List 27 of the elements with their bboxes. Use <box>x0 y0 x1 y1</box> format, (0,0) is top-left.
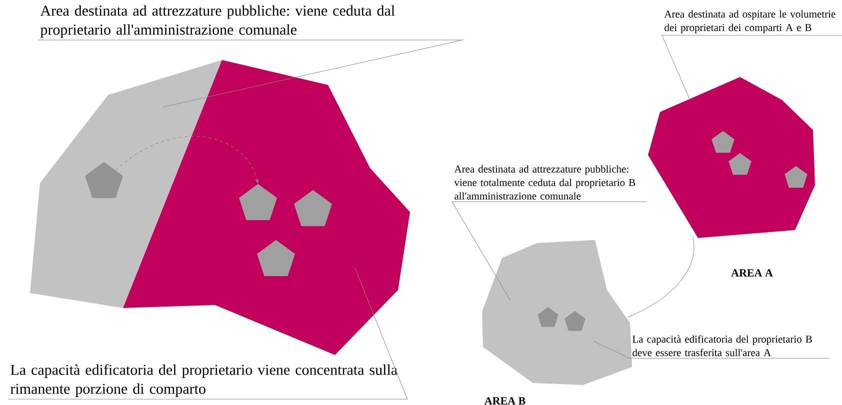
callout-text: Area destinata ad attrezzature pubbliche: viene ceduta dal proprietario all'amministrazione comunale <box>40 5 395 38</box>
area-label: AREA B <box>484 397 526 404</box>
building-pentagon <box>238 184 278 220</box>
building-pentagon <box>564 311 586 331</box>
arrow <box>115 136 259 184</box>
area-label: AREA A <box>731 269 773 276</box>
callout-text: La capacità edificatoria del proprietario B deve essere trasferita sull'area A <box>632 335 812 356</box>
callout-text: Area destinata ad ospitare le volumetrie dei proprietari dei comparti A e B <box>664 10 836 34</box>
building-pentagon <box>538 307 558 327</box>
leader-line <box>662 35 842 100</box>
area-polygon <box>123 60 410 355</box>
callout-text: Area destinata ad attrezzature pubbliche: viene totalmente ceduta dal proprietario B all'amministrazione comunale <box>454 165 636 200</box>
callout-text: La capacità edificatoria del proprietario viene concentrata sulla rimanente porzione di comparto <box>10 364 398 397</box>
building-pentagon <box>294 190 332 226</box>
leader-line <box>38 40 463 108</box>
area-polygon <box>482 240 632 385</box>
leader-line <box>8 268 408 400</box>
leader-line <box>592 340 830 359</box>
building-pentagon <box>712 131 734 153</box>
connector-line <box>628 236 694 318</box>
building-pentagon <box>256 240 296 276</box>
building-pentagon <box>784 166 808 188</box>
area-polygon <box>648 77 815 238</box>
building-pentagon <box>84 162 124 198</box>
area-polygon <box>30 60 222 308</box>
leader-line <box>452 202 647 300</box>
building-pentagon <box>728 153 752 175</box>
